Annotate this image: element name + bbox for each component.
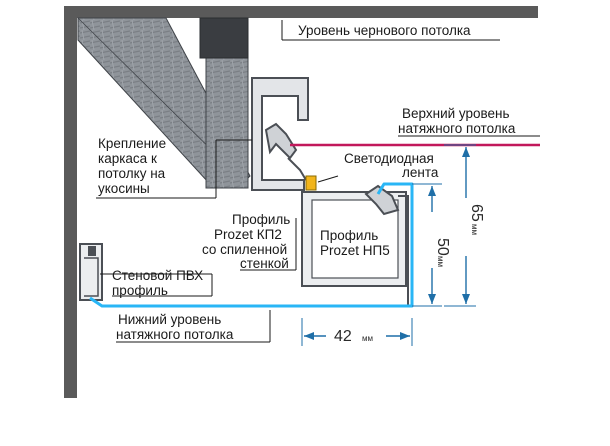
label-mounting-1: Крепление	[98, 136, 166, 151]
label-kp2-2: Prozet КП2	[214, 227, 282, 242]
profile-np5	[301, 184, 409, 307]
dim-outer-unit: мм	[470, 224, 479, 235]
dimension-outer-height: 65 мм	[444, 144, 485, 307]
label-kp2-3: со спиленной	[202, 242, 287, 257]
label-led-1: Светодиодная	[344, 151, 434, 166]
label-mounting-2: каркаса к	[98, 151, 157, 166]
label-mounting-4: укосины	[98, 181, 150, 196]
lower-ceiling-line	[89, 182, 414, 308]
label-np5-1: Профиль	[320, 228, 378, 243]
vertical-hanger	[199, 17, 249, 189]
dim-width-value: 42	[334, 328, 352, 345]
dim-inner-unit: мм	[436, 256, 445, 267]
label-lower-level-1: Нижний уровень	[118, 312, 221, 327]
leader-lines	[96, 20, 540, 343]
wall-icon	[64, 6, 538, 398]
dimension-width: 42 мм	[301, 318, 413, 346]
bracket-icon	[251, 77, 309, 191]
label-np5-2: Prozet НП5	[320, 243, 390, 258]
ceiling-slab	[64, 6, 538, 18]
dimension-inner-height: 50 мм	[412, 183, 451, 307]
dim-outer-value: 65	[468, 204, 485, 222]
label-wall-pvc-1: Стеновой ПВХ	[112, 268, 203, 283]
label-rough-ceiling: Уровень чернового потолка	[298, 23, 471, 38]
label-lower-level-2: натяжного потолка	[116, 327, 234, 342]
label-kp2-4: стенкой	[240, 256, 289, 271]
dim-inner-value: 50	[434, 238, 451, 256]
label-wall-pvc-2: профиль	[112, 283, 168, 298]
dim-width-unit: мм	[362, 334, 373, 343]
label-led-2: лента	[402, 165, 439, 180]
led-strip-icon	[305, 175, 317, 191]
wall-pvc-profile	[79, 243, 103, 301]
label-upper-level-1: Верхний уровень	[402, 106, 510, 121]
wall-slab	[64, 6, 77, 398]
label-kp2-1: Профиль	[232, 212, 290, 227]
label-mounting-3: потолку на	[98, 166, 166, 181]
label-upper-level-2: натяжного потолка	[398, 121, 516, 136]
